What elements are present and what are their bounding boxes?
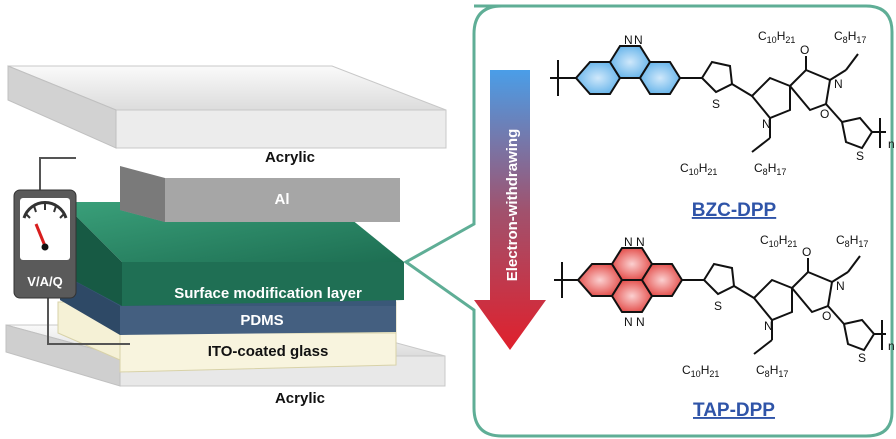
tap-dpp-structure — [554, 247, 886, 355]
bzc-alkyl-bottom: C10H21 — [680, 161, 717, 177]
bzc-s-atom: S — [712, 97, 720, 111]
tap-n-atom-2: N — [636, 235, 645, 249]
bzc-n-subscript: n — [888, 137, 895, 151]
arrow-label: Electron-withdrawing — [504, 129, 521, 282]
meter-label: V/A/Q — [27, 274, 62, 289]
lower-wire — [47, 295, 130, 345]
tap-n-atom-6: N — [764, 319, 773, 333]
ito-label: ITO-coated glass — [208, 343, 329, 360]
tap-alkyl-top: C10H21 — [760, 233, 797, 249]
electron-withdrawing-arrow: Electron-withdrawing — [474, 70, 546, 350]
tap-n-atom-5: N — [836, 279, 845, 293]
meter-needle-icon — [34, 223, 47, 247]
bzc-alkyl-top-c8: C8H17 — [834, 29, 866, 45]
tap-n-subscript: n — [888, 339, 895, 353]
bzc-n-atom-3: N — [834, 77, 843, 91]
bzc-alkyl-bottom-c8: C8H17 — [754, 161, 786, 177]
bzc-dpp-name: BZC-DPP — [692, 200, 777, 221]
tap-dpp-atoms: N N N N S O N N O S n C10H21 C8H17 C10H2… — [624, 233, 895, 379]
tap-alkyl-top-c8: C8H17 — [836, 233, 868, 249]
meter: V/A/Q — [13, 189, 77, 299]
tap-n-atom: N — [624, 235, 633, 249]
pdms-label: PDMS — [240, 312, 283, 329]
surface-layer-label: Surface modification layer — [174, 285, 362, 302]
bzc-s-atom-2: S — [856, 149, 864, 163]
bzc-n-atom-4: N — [762, 117, 771, 131]
bzc-o-atom: O — [800, 43, 809, 57]
bzc-o-atom-2: O — [820, 107, 829, 121]
tap-o-atom-2: O — [822, 309, 831, 323]
tap-alkyl-bottom: C10H21 — [682, 363, 719, 379]
al-electrode: Al — [120, 166, 400, 222]
tap-n-atom-4: N — [636, 315, 645, 329]
al-label: Al — [275, 191, 290, 208]
bzc-n-atom: N — [624, 33, 633, 47]
tap-alkyl-bottom-c8: C8H17 — [756, 363, 788, 379]
bzc-dpp-structure — [550, 45, 886, 153]
upper-wire — [39, 157, 76, 195]
tap-dpp-name: TAP-DPP — [693, 400, 775, 421]
bzc-dpp-atoms: N N S O N N O S n C10H21 C8H17 C10H21 C8… — [624, 29, 895, 177]
bzc-alkyl-top: C10H21 — [758, 29, 795, 45]
bzc-n-atom-2: N — [634, 33, 643, 47]
tap-s-atom-2: S — [858, 351, 866, 365]
tap-s-atom: S — [714, 299, 722, 313]
surface-modification-layer: Surface modification layer — [62, 202, 404, 306]
tap-n-atom-3: N — [624, 315, 633, 329]
tap-o-atom: O — [802, 245, 811, 259]
device-stack: Acrylic ITO-coated glass PDMS Surface mo… — [5, 65, 447, 407]
bottom-acrylic-label: Acrylic — [275, 390, 325, 407]
top-acrylic-label: Acrylic — [265, 149, 315, 166]
meter-ticks-icon — [25, 203, 65, 219]
top-acrylic-plate: Acrylic — [7, 65, 447, 166]
